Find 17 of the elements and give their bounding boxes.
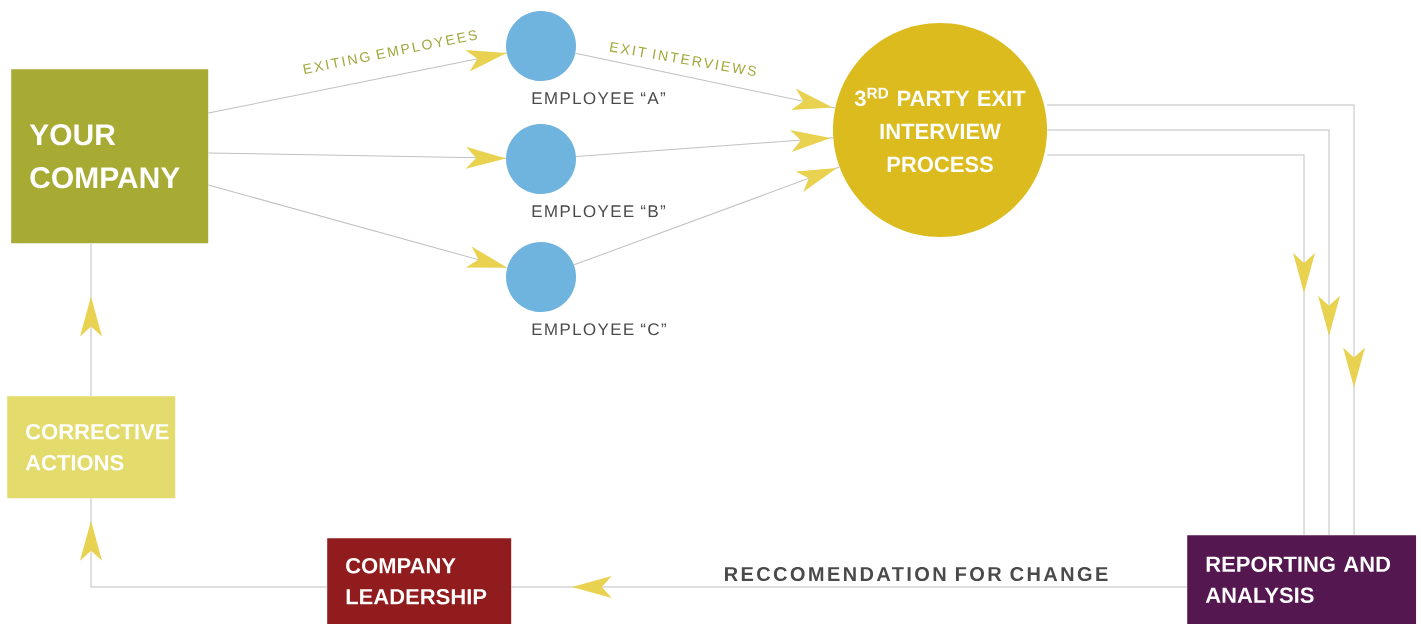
- arrow: [80, 497, 328, 588]
- employee-label: EMPLOYEE “A”: [532, 92, 666, 105]
- label-box: CORRECTIVE ACTIONS: [7, 396, 176, 499]
- arrow: [207, 184, 508, 269]
- label-box: COMPANY LEADERSHIP: [327, 538, 512, 624]
- employee-label: EMPLOYEE “C”: [532, 323, 666, 336]
- arrow: [207, 146, 507, 169]
- arrow: [510, 576, 1188, 598]
- arrow: [574, 52, 836, 110]
- label-box: REPORTING AND ANALYSIS: [1187, 535, 1417, 624]
- label-box: YOUR COMPANY: [11, 69, 209, 244]
- arrow: [207, 50, 507, 114]
- arrow: [80, 242, 102, 397]
- arrow: [575, 129, 834, 157]
- arrow: [573, 166, 840, 266]
- edge-label: RECCOMENDATION FOR CHANGE: [723, 566, 1109, 582]
- employee-label: EMPLOYEE “B”: [532, 205, 666, 218]
